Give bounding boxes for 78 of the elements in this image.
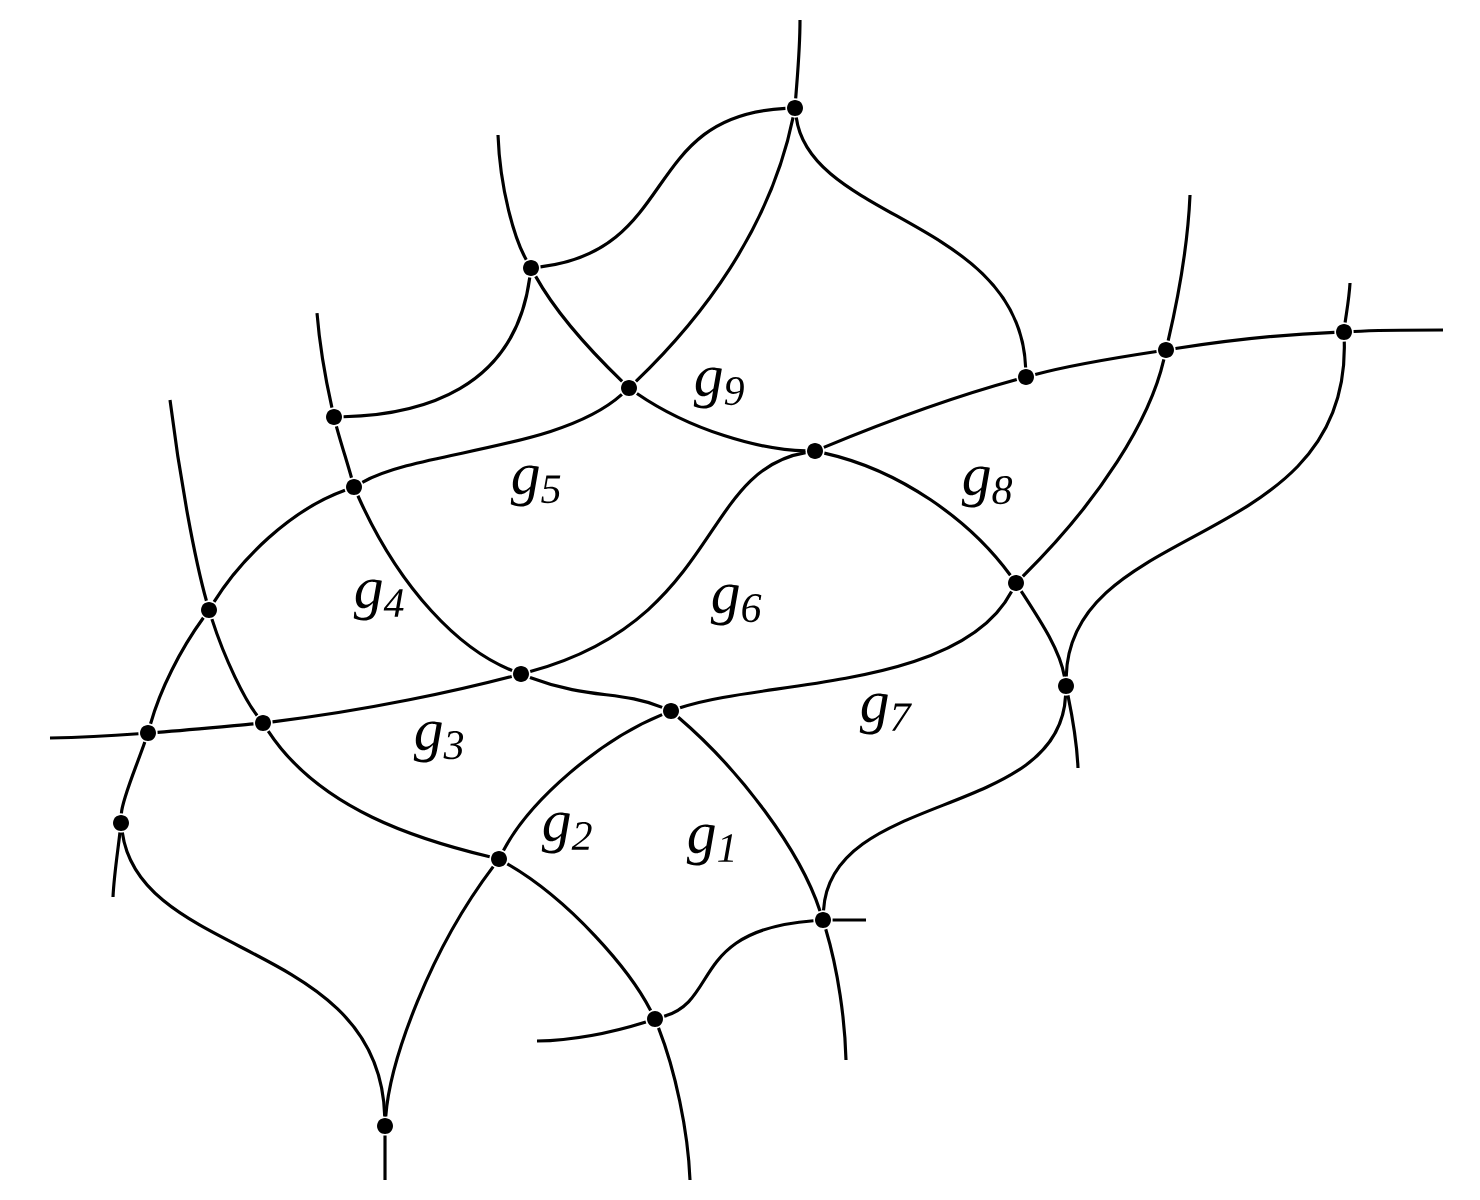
- curve-line: [1064, 341, 1346, 677]
- face-label: g$_{8}$: [961, 466, 1013, 508]
- curve-line: [212, 488, 346, 603]
- curve-line: [1166, 194, 1192, 342]
- vertex-dot: [1158, 342, 1174, 358]
- curve-line: [506, 862, 653, 1012]
- vertex-dot: [787, 100, 803, 116]
- curve-line: [1066, 695, 1080, 769]
- face-label: g$_{1}$: [686, 824, 734, 866]
- curve-line: [119, 741, 147, 814]
- curve-line: [677, 716, 822, 912]
- curve-line: [361, 393, 623, 484]
- curve-line: [168, 399, 208, 602]
- vertex-dot: [113, 815, 129, 831]
- vertex-dot: [1058, 678, 1074, 694]
- curve-line: [1021, 358, 1166, 578]
- curve-line: [636, 392, 806, 453]
- curve-line: [1343, 282, 1352, 323]
- curve-line: [657, 1027, 692, 1181]
- curve-line: [1175, 330, 1335, 351]
- curve-line: [794, 117, 1028, 368]
- curve-line: [679, 590, 1013, 710]
- curve-line: [529, 451, 806, 673]
- curve-line: [149, 616, 205, 725]
- curve-line: [210, 618, 259, 717]
- face-label: g$_{7}$: [859, 693, 912, 735]
- curve-line: [823, 378, 1018, 449]
- curve-line: [823, 451, 1012, 577]
- vertex-dot: [255, 715, 271, 731]
- face-label: g$_{4}$: [353, 579, 404, 621]
- vertex-dot: [491, 851, 507, 867]
- curve-line: [383, 1135, 387, 1180]
- curve-line: [502, 713, 663, 852]
- vertex-dot: [326, 409, 342, 425]
- curve-line: [540, 106, 786, 269]
- curve-line: [1019, 590, 1066, 677]
- vertex-dot: [1018, 369, 1034, 385]
- curve-line: [111, 832, 122, 898]
- curve-line: [534, 275, 624, 383]
- vertex-dot: [377, 1118, 393, 1134]
- curve-line: [343, 277, 532, 419]
- vertex-dot: [513, 666, 529, 682]
- curve-line: [1353, 328, 1443, 334]
- face-label: g$_{9}$: [693, 367, 744, 409]
- vertex-dot: [647, 1011, 663, 1027]
- face-label: g$_{5}$: [510, 465, 561, 507]
- vertex-dot: [346, 479, 362, 495]
- curve-line: [536, 1020, 647, 1043]
- curve-line: [272, 674, 513, 724]
- vertex-dot: [523, 260, 539, 276]
- curve-line: [1034, 349, 1157, 376]
- curve-line: [157, 722, 254, 734]
- vertex-dot: [140, 725, 156, 741]
- vertex-dot: [1008, 575, 1024, 591]
- vertex-dot: [201, 602, 217, 618]
- vertex-dot: [1336, 324, 1352, 340]
- face-label: g$_{6}$: [710, 584, 762, 626]
- curve-line: [384, 865, 495, 1117]
- curve-line: [529, 675, 663, 709]
- curve-line: [794, 20, 802, 99]
- vertex-dot: [815, 912, 831, 928]
- curve-line: [824, 928, 848, 1061]
- curve-line: [356, 495, 513, 672]
- curve-line: [634, 117, 795, 383]
- vertex-dot: [663, 703, 679, 719]
- curve-line: [496, 134, 528, 261]
- curve-line: [334, 425, 353, 479]
- vertex-dot: [621, 380, 637, 396]
- curve-line: [266, 730, 491, 859]
- curve-line: [832, 918, 866, 922]
- curve-line: [663, 919, 814, 1018]
- curve-line: [821, 695, 1068, 911]
- face-label: g$_{3}$: [413, 721, 464, 763]
- face-label: g$_{2}$: [541, 812, 592, 854]
- curve-line: [49, 732, 139, 740]
- curve-line: [120, 832, 387, 1117]
- curve-line: [315, 312, 334, 408]
- vertex-dot: [807, 443, 823, 459]
